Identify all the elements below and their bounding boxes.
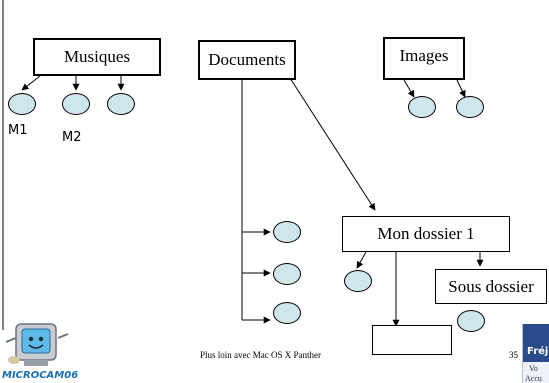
badge-text-2: Vo — [529, 364, 538, 373]
images-box: Images — [383, 37, 465, 80]
file-oval-doc-2 — [273, 263, 301, 285]
m2-label: M2 — [62, 130, 82, 145]
file-oval-m3 — [107, 93, 135, 115]
file-oval-sous-dossier — [457, 310, 485, 332]
mon-dossier-label: Mon dossier 1 — [377, 224, 475, 243]
file-oval-doc-1 — [273, 221, 301, 243]
file-oval-image-2 — [456, 96, 484, 118]
sous-dossier-label: Sous dossier — [448, 276, 534, 296]
corner-badge: Fréj Vo Accu — [522, 324, 549, 383]
empty-folder-box — [372, 325, 452, 355]
page-number: 35 — [509, 350, 518, 360]
images-label: Images — [399, 46, 449, 65]
mon-dossier-box: Mon dossier 1 — [342, 216, 510, 252]
file-oval-mon-dossier — [344, 270, 372, 292]
computer-mascot-icon — [5, 323, 69, 366]
file-oval-doc-3 — [273, 302, 301, 324]
file-oval-image-1 — [408, 96, 436, 118]
logo-text: MICROCAM06 — [2, 370, 79, 381]
musiques-label: Musiques — [63, 47, 131, 66]
file-oval-m2 — [62, 93, 90, 115]
documents-label: Documents — [208, 50, 286, 69]
microcam-logo: MICROCAM06 — [2, 320, 78, 383]
badge-text-1: Fréj — [527, 346, 549, 357]
musiques-box: Musiques — [33, 38, 161, 76]
sous-dossier-box: Sous dossier — [435, 269, 547, 304]
file-oval-m1 — [8, 93, 36, 115]
badge-text-3: Accu — [525, 374, 542, 383]
m1-label: M1 — [8, 123, 28, 138]
footer-title: Plus loin avec Mac OS X Panther — [200, 350, 321, 360]
documents-box: Documents — [198, 40, 296, 80]
